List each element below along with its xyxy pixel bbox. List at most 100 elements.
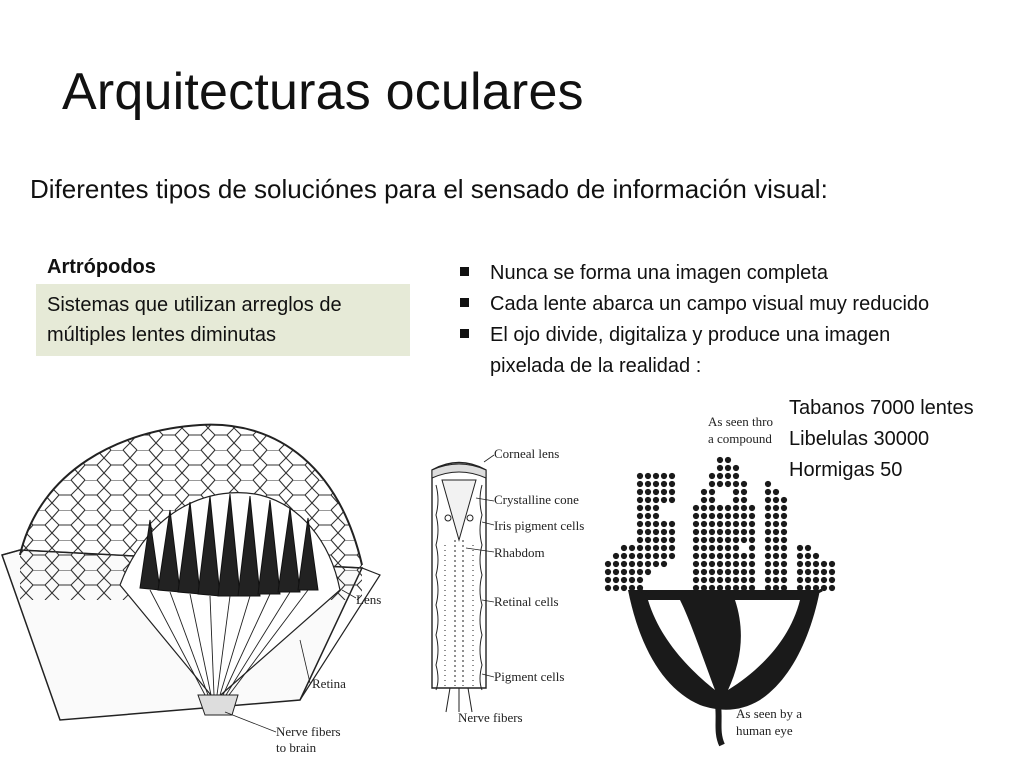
pixel-dot [700,576,708,584]
pixel-dot [820,584,828,592]
pixel-dot [652,472,660,480]
pixel-dot [740,552,748,560]
pixel-dot [716,512,724,520]
slide-title: Arquitecturas oculares [62,63,584,121]
pixel-dot [716,480,724,488]
pixel-dot [708,504,716,512]
pixel-dot [804,552,812,560]
pixel-dot [764,512,772,520]
square-bullet-icon [460,329,469,338]
pixel-dot [636,552,644,560]
pixel-dot [668,528,676,536]
pixel-dot [692,536,700,544]
pixel-dot [812,560,820,568]
pixel-dot [652,480,660,488]
pixel-dot [716,504,724,512]
pixel-dot [764,504,772,512]
pixel-dot [644,504,652,512]
pixel-dot [660,488,668,496]
pixel-dot [644,552,652,560]
pixel-dot [820,576,828,584]
pixel-dot [692,584,700,592]
pixel-dot [668,552,676,560]
pixel-dot [732,520,740,528]
pixel-dot [724,560,732,568]
pixel-dot [732,472,740,480]
pixel-dot [700,552,708,560]
pixel-dot [620,560,628,568]
lens-count-dragonflies: Libelulas 30000 [789,428,930,450]
pixel-dot [828,584,836,592]
pixel-dot [740,528,748,536]
pixel-dot [628,584,636,592]
pixel-dot [828,568,836,576]
pixel-dot [652,528,660,536]
label-nerve-fibers: Nerve fibers [276,724,341,739]
pixel-dot [604,568,612,576]
pixel-dot [812,568,820,576]
pixel-dot [764,560,772,568]
pixel-dot [740,512,748,520]
lens-count-ants: Hormigas 50 [789,459,903,481]
pixel-dot [764,536,772,544]
pixel-dot [732,528,740,536]
pixel-dot [764,584,772,592]
bullet-item: El ojo divide, digitaliza y produce una … [458,320,938,382]
pixel-dot [652,504,660,512]
label-retinal-cells: Retinal cells [494,594,559,609]
pixel-dot [668,488,676,496]
pixel-dot [636,536,644,544]
pixel-dot [780,536,788,544]
pixel-dot [796,576,804,584]
pixel-dot [724,528,732,536]
pixel-dot [628,568,636,576]
pixel-dot [692,568,700,576]
bullet-item: Nunca se forma una imagen completa [458,258,938,289]
pixel-dot [772,520,780,528]
pixel-dot [748,520,756,528]
pixel-dot [604,576,612,584]
pixel-dot [644,472,652,480]
pixel-dot [732,576,740,584]
arthropods-heading: Artrópodos [47,256,156,278]
pixel-dot [692,560,700,568]
pixel-dot [764,480,772,488]
pixel-dot [700,536,708,544]
bullet-list: Nunca se forma una imagen completa Cada … [458,258,938,382]
pixel-dot [612,552,620,560]
pixel-dot [636,496,644,504]
pixel-dot [700,528,708,536]
pixel-dot [796,560,804,568]
pixel-dot [764,520,772,528]
pixel-dot [620,576,628,584]
pixel-dot [644,544,652,552]
pixel-dot [652,544,660,552]
pixel-dot [772,584,780,592]
pixel-dot [604,560,612,568]
label-iris-pigment-cells: Iris pigment cells [494,518,584,533]
pixel-dot [692,552,700,560]
label-corneal-lens: Corneal lens [494,446,559,461]
pixel-dot [780,552,788,560]
pixel-dot [748,512,756,520]
pixel-dot [708,576,716,584]
pixel-dot [812,576,820,584]
pixel-dot [812,552,820,560]
pixel-dot [796,584,804,592]
pixel-dot [716,576,724,584]
pixel-dot [804,560,812,568]
pixel-dot [748,584,756,592]
pixel-dot [780,544,788,552]
label-retina: Retina [312,676,346,691]
pixel-dot [764,544,772,552]
pixel-dot [724,584,732,592]
pixel-dot [716,544,724,552]
pixel-dot [748,504,756,512]
pixel-dot [700,504,708,512]
pixel-dot [716,472,724,480]
pixel-dot [660,552,668,560]
pixel-dot [652,496,660,504]
bullet-text: El ojo divide, digitaliza y produce una … [490,324,891,377]
pixel-dot [804,544,812,552]
pixel-dot [668,472,676,480]
